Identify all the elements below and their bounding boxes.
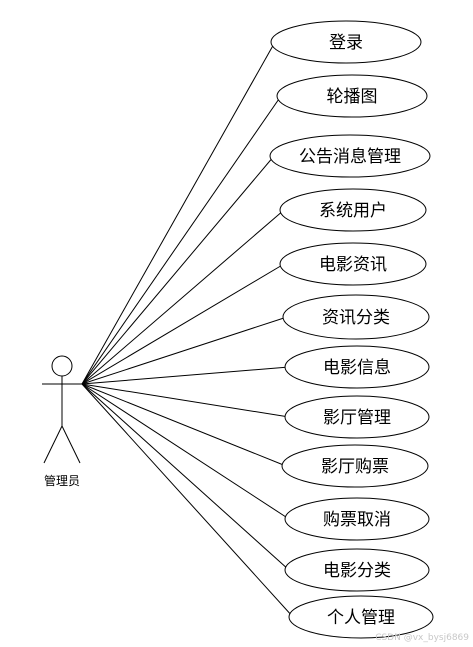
association-line [81,383,290,571]
use-case: 公告消息管理 [269,134,431,178]
use-case: 电影信息 [284,345,430,389]
association-line [81,366,290,385]
association-line [81,316,288,385]
use-case-label: 资讯分类 [322,308,390,328]
association-line [81,41,276,385]
use-case-label: 个人管理 [327,608,395,628]
use-case-ellipse [284,548,430,592]
use-case-ellipse [288,595,434,639]
use-case-ellipse [282,294,430,340]
use-case-ellipse [270,20,422,64]
use-case-ellipse [279,188,427,232]
use-case-label: 电影信息 [323,358,391,378]
association-line [81,263,285,385]
association-line [81,383,294,618]
actor: 管理员 [42,355,82,488]
association-lines [81,41,294,618]
use-case: 个人管理 [288,595,434,639]
use-case: 轮播图 [276,74,428,118]
association-line [81,383,290,520]
use-case-label: 公告消息管理 [299,147,401,167]
use-case-label: 电影分类 [323,561,391,581]
actor-head [51,355,73,377]
use-case-label: 轮播图 [327,87,378,107]
use-case-ellipse [284,497,430,541]
use-cases: 登录轮播图公告消息管理系统用户电影资讯资讯分类电影信息影厅管理影厅购票购票取消电… [269,20,434,639]
use-case: 影厅管理 [284,395,430,439]
use-case-ellipse [279,242,427,286]
use-case: 登录 [270,20,422,64]
use-case: 影厅购票 [281,444,429,488]
association-line [81,155,275,385]
watermark: CSDN @vx_bysj6869 [375,633,469,643]
use-case-label: 电影资讯 [319,255,387,275]
use-case-ellipse [284,345,430,389]
use-case: 资讯分类 [282,294,430,340]
use-case-label: 系统用户 [319,201,387,221]
use-case-ellipse [269,134,431,178]
use-case: 电影资讯 [279,242,427,286]
use-case-label: 购票取消 [323,510,391,530]
association-line [81,95,282,385]
use-case-label: 影厅购票 [321,457,389,477]
use-case-ellipse [281,444,429,488]
use-case: 系统用户 [279,188,427,232]
use-case-label: 影厅管理 [323,408,391,428]
use-case: 电影分类 [284,548,430,592]
actor-right-leg [61,425,81,464]
actor-label: 管理员 [44,473,80,488]
use-case: 购票取消 [284,497,430,541]
association-line [81,383,287,467]
association-line [81,383,290,418]
actor-left-leg [43,425,63,464]
use-case-label: 登录 [329,33,363,53]
use-case-ellipse [276,74,428,118]
association-line [81,209,285,385]
use-case-ellipse [284,395,430,439]
